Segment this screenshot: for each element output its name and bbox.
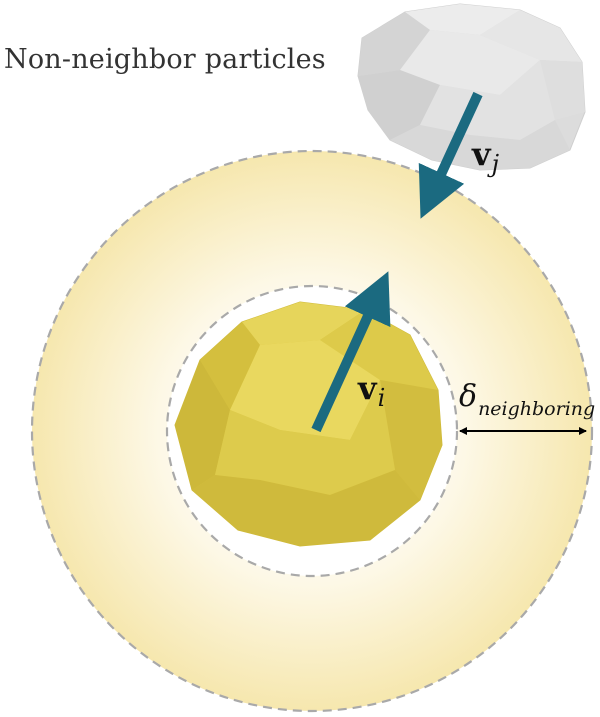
velocity-i-symbol: v xyxy=(358,369,377,407)
velocity-j-symbol: v xyxy=(472,135,491,173)
velocity-j-label: vj xyxy=(472,135,499,176)
particle-boundary xyxy=(165,284,459,578)
velocity-i-arrow xyxy=(311,271,391,433)
velocity-i-label: vi xyxy=(358,369,385,410)
delta-subscript: neighboring xyxy=(478,398,596,420)
velocity-i-subscript: i xyxy=(377,384,386,412)
velocity-j-subscript: j xyxy=(491,150,500,178)
non-neighbor-title: Non-neighbor particles xyxy=(4,44,326,75)
delta-symbol: δ xyxy=(459,379,478,414)
neighboring-distance-label: δneighboring xyxy=(459,379,595,419)
velocity-j-arrow xyxy=(418,91,483,219)
neighbor-boundary xyxy=(30,149,594,713)
particle-i xyxy=(174,301,443,547)
non-neighbor-particle xyxy=(357,3,586,171)
